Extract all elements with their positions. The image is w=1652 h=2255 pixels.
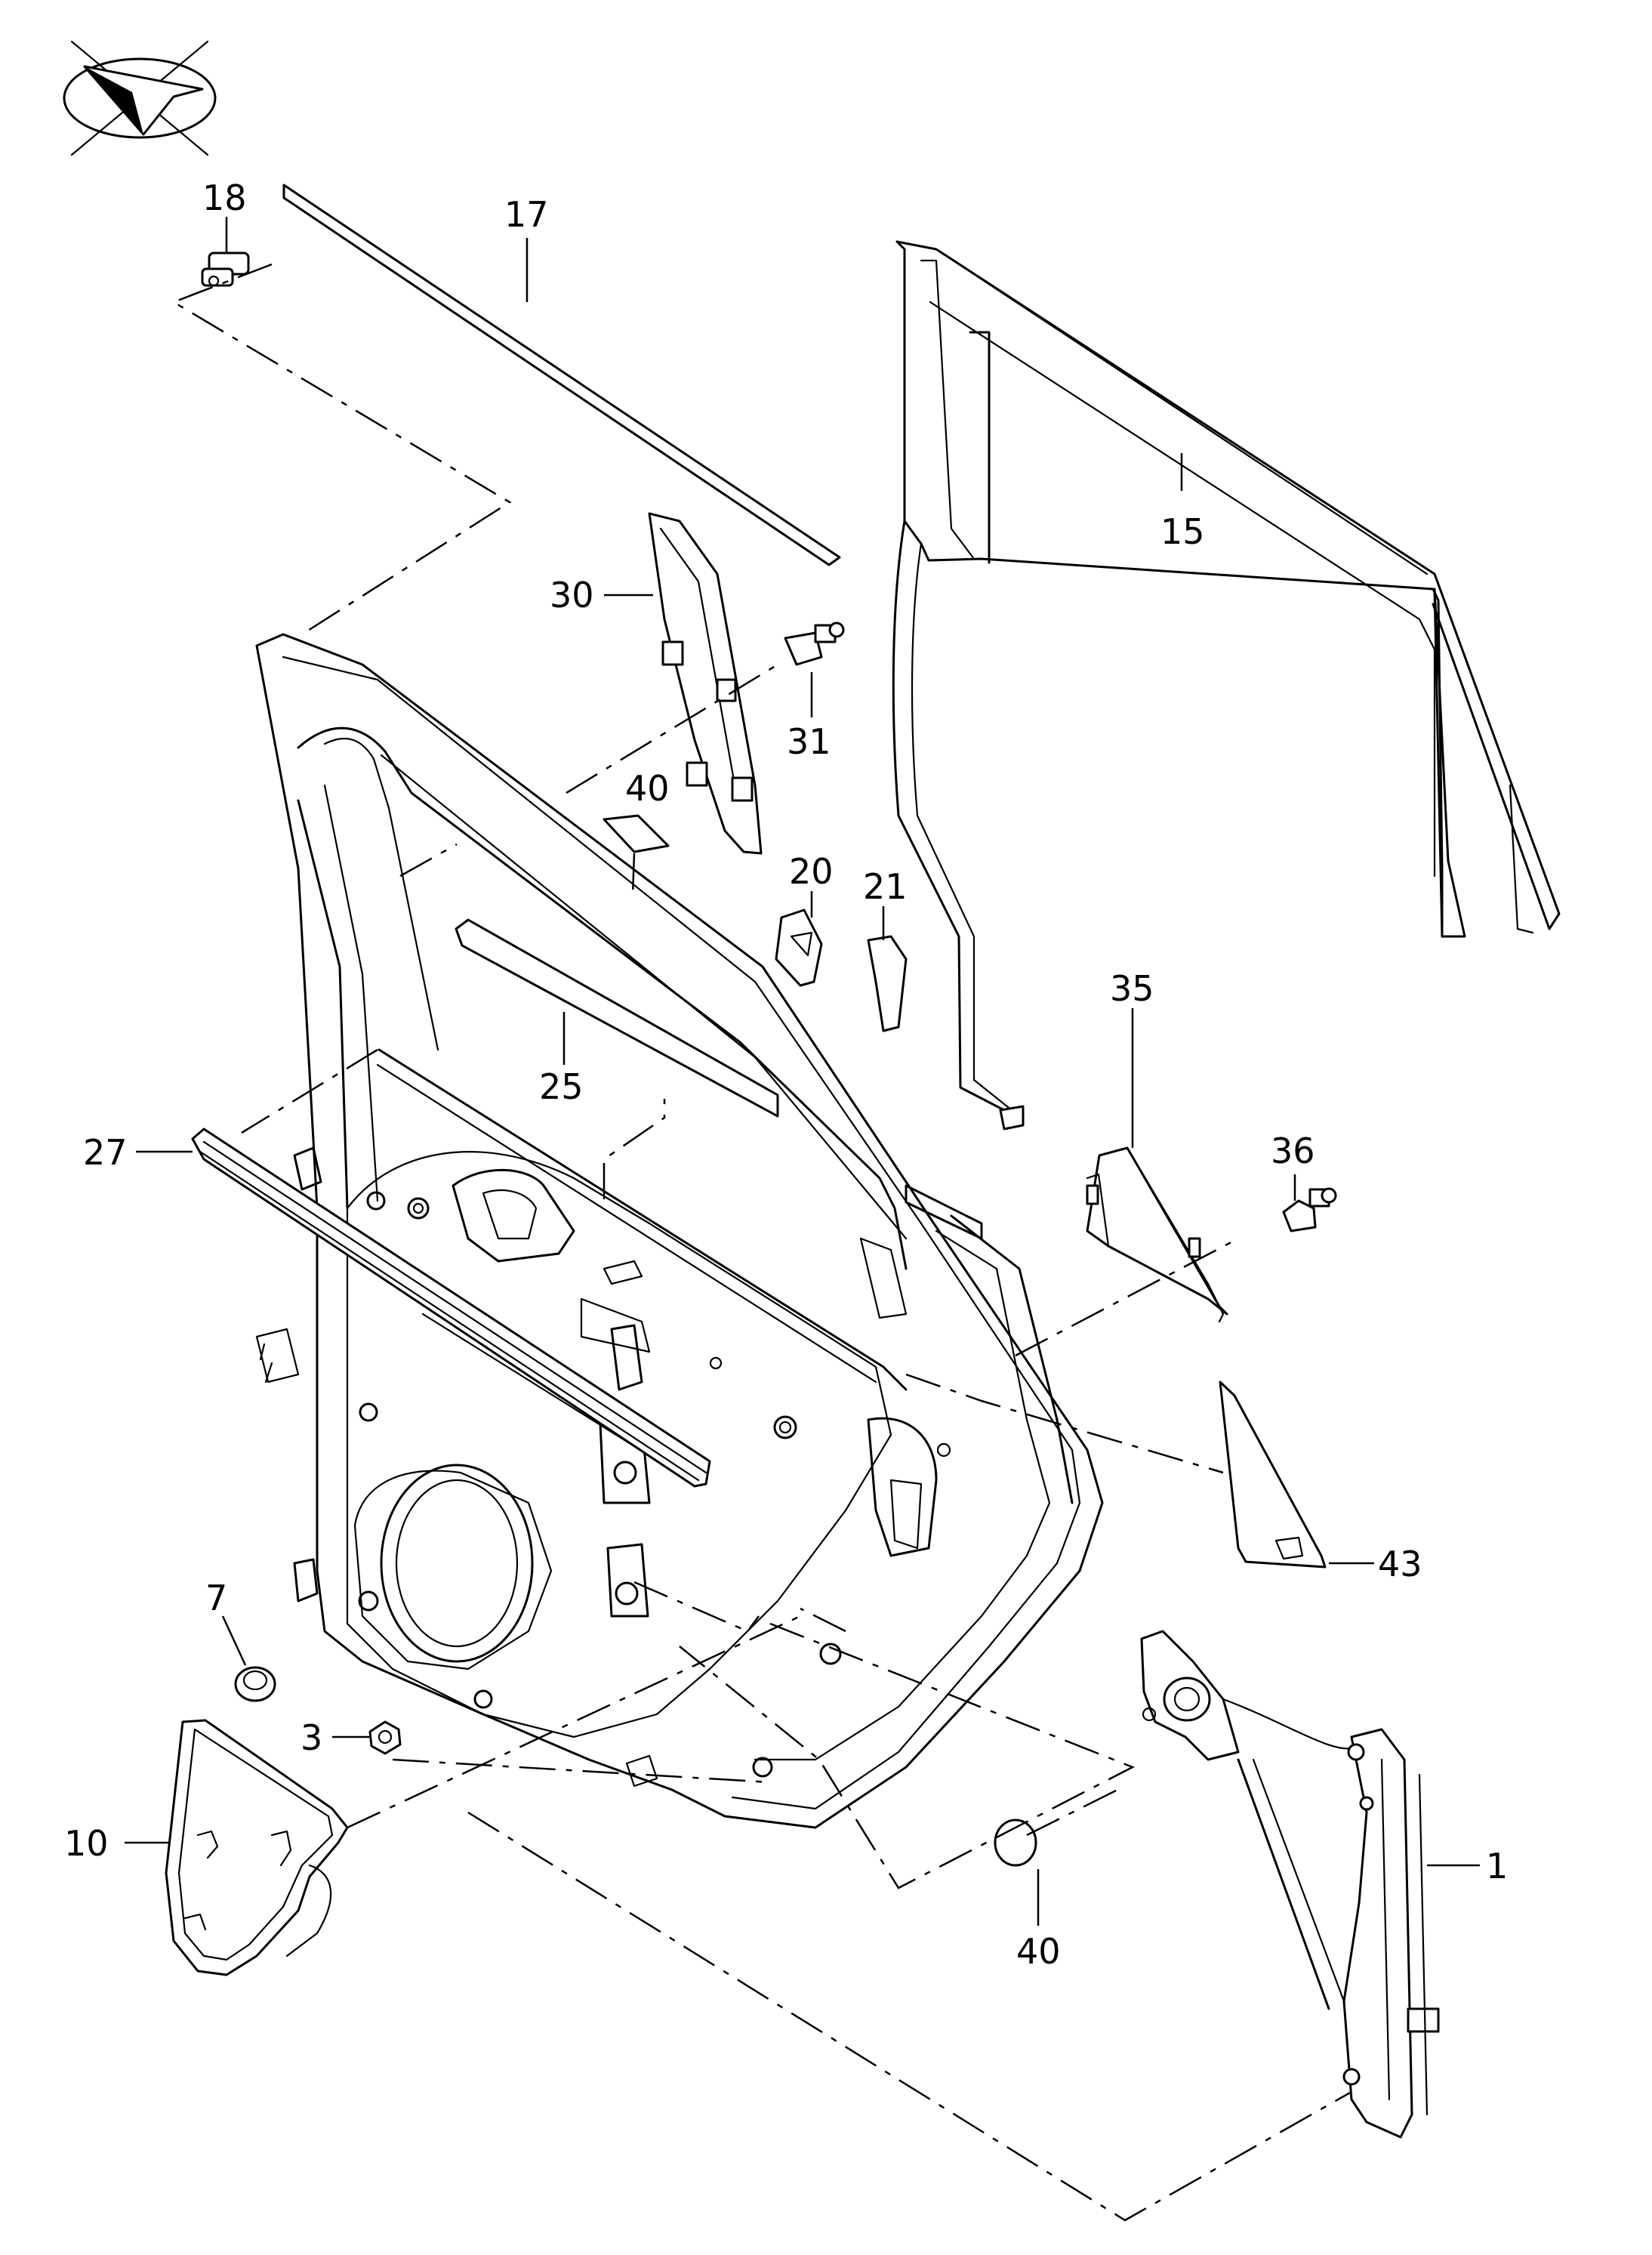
part-43-quarter-glass: [1219, 1380, 1327, 1569]
part-40-pad-lower: [994, 1818, 1037, 1867]
part-27-outer-belt-strip: [191, 1128, 711, 1488]
part-3-nut: [368, 1720, 402, 1755]
part-31-screw-clip: [784, 622, 845, 666]
callout-17: 17: [504, 194, 549, 235]
callout-27: 27: [83, 1132, 128, 1173]
part-35-triangle-trim: [1086, 1146, 1228, 1323]
leader-lines: [125, 217, 1480, 1926]
callout-18: 18: [202, 177, 247, 218]
callout-21: 21: [863, 866, 908, 907]
part-30-guide-rail: [648, 512, 763, 855]
part-17-window-strip: [282, 184, 841, 566]
callout-3: 3: [301, 1717, 322, 1758]
callout-25: 25: [539, 1066, 584, 1107]
part-7-grommet: [234, 1666, 276, 1702]
part-36-screw-clip: [1282, 1187, 1337, 1232]
callout-20: 20: [789, 851, 834, 892]
part-1-window-regulator: [1140, 1630, 1440, 2139]
door-shell: [255, 633, 1104, 1829]
part-20-clip: [775, 908, 823, 987]
callout-43: 43: [1378, 1544, 1422, 1584]
callout-7: 7: [205, 1578, 227, 1618]
callout-40-upper: 40: [625, 768, 670, 809]
callout-35: 35: [1110, 968, 1154, 1009]
callout-labels: 18 17 15 30 31 40 20 21 25 35 36 27 43 7…: [64, 177, 1508, 1972]
part-18-clip: [201, 251, 250, 287]
part-10-seal-gasket: [165, 1719, 349, 1976]
callout-15: 15: [1160, 511, 1205, 552]
part-21-pin: [867, 935, 908, 1032]
callout-1: 1: [1486, 1846, 1508, 1886]
assembly-lines: [171, 263, 1352, 2222]
part-40-pad-upper: [603, 814, 670, 853]
callout-31: 31: [787, 721, 831, 762]
callout-36: 36: [1271, 1131, 1315, 1171]
callout-30: 30: [550, 575, 594, 615]
callout-10: 10: [64, 1823, 109, 1864]
direction-arrow-icon: [63, 40, 217, 156]
part-15-frame-seal: [892, 240, 1561, 1131]
callout-40-lower: 40: [1016, 1931, 1061, 1972]
